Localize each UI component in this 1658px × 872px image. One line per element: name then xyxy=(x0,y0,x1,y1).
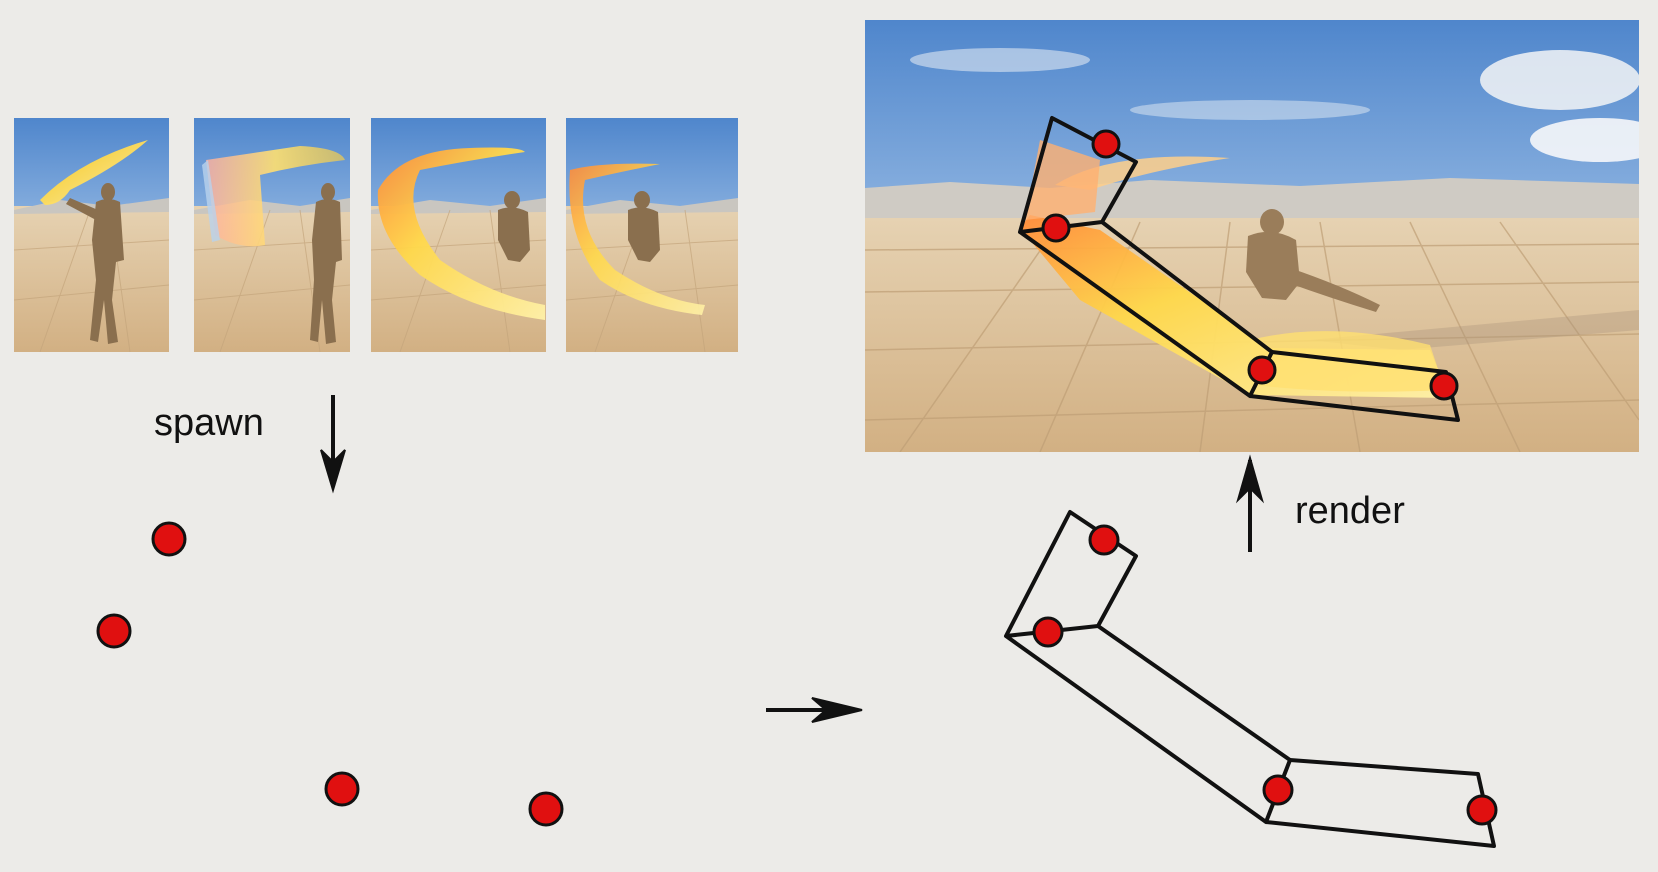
particle-dot xyxy=(151,521,187,557)
thumbnail-frame-2 xyxy=(194,118,350,352)
up-arrow-icon xyxy=(1235,454,1265,552)
character-figure-icon xyxy=(498,191,530,262)
particle-dot xyxy=(96,613,132,649)
ribbon-control-points xyxy=(1032,524,1498,826)
ribbon-geometry-diagram xyxy=(1004,510,1496,848)
render-label: render xyxy=(1295,490,1405,532)
character-figure-icon xyxy=(310,183,342,344)
thumbnail-frame-4 xyxy=(566,118,738,352)
thumbnail-frame-1 xyxy=(14,118,169,352)
particle-dot xyxy=(1041,213,1071,243)
down-arrow-icon xyxy=(320,395,346,494)
particle-dot xyxy=(528,791,564,827)
particle-dot xyxy=(1032,616,1064,648)
particle-dot xyxy=(1247,355,1277,385)
particle-dot xyxy=(324,771,360,807)
rendered-ribbon-image xyxy=(865,20,1639,452)
spawn-label: spawn xyxy=(154,402,264,444)
character-figure-icon xyxy=(628,191,660,262)
render-particles xyxy=(1041,129,1459,401)
character-figure-icon xyxy=(1246,209,1380,312)
character-figure-icon xyxy=(66,183,124,344)
particle-dot xyxy=(1088,524,1120,556)
right-arrow-icon xyxy=(766,697,863,723)
particle-dot xyxy=(1466,794,1498,826)
spawned-particles xyxy=(96,521,564,827)
particle-dot xyxy=(1091,129,1121,159)
particle-dot xyxy=(1429,371,1459,401)
particle-dot xyxy=(1262,774,1294,806)
thumbnail-frame-3 xyxy=(371,118,546,352)
